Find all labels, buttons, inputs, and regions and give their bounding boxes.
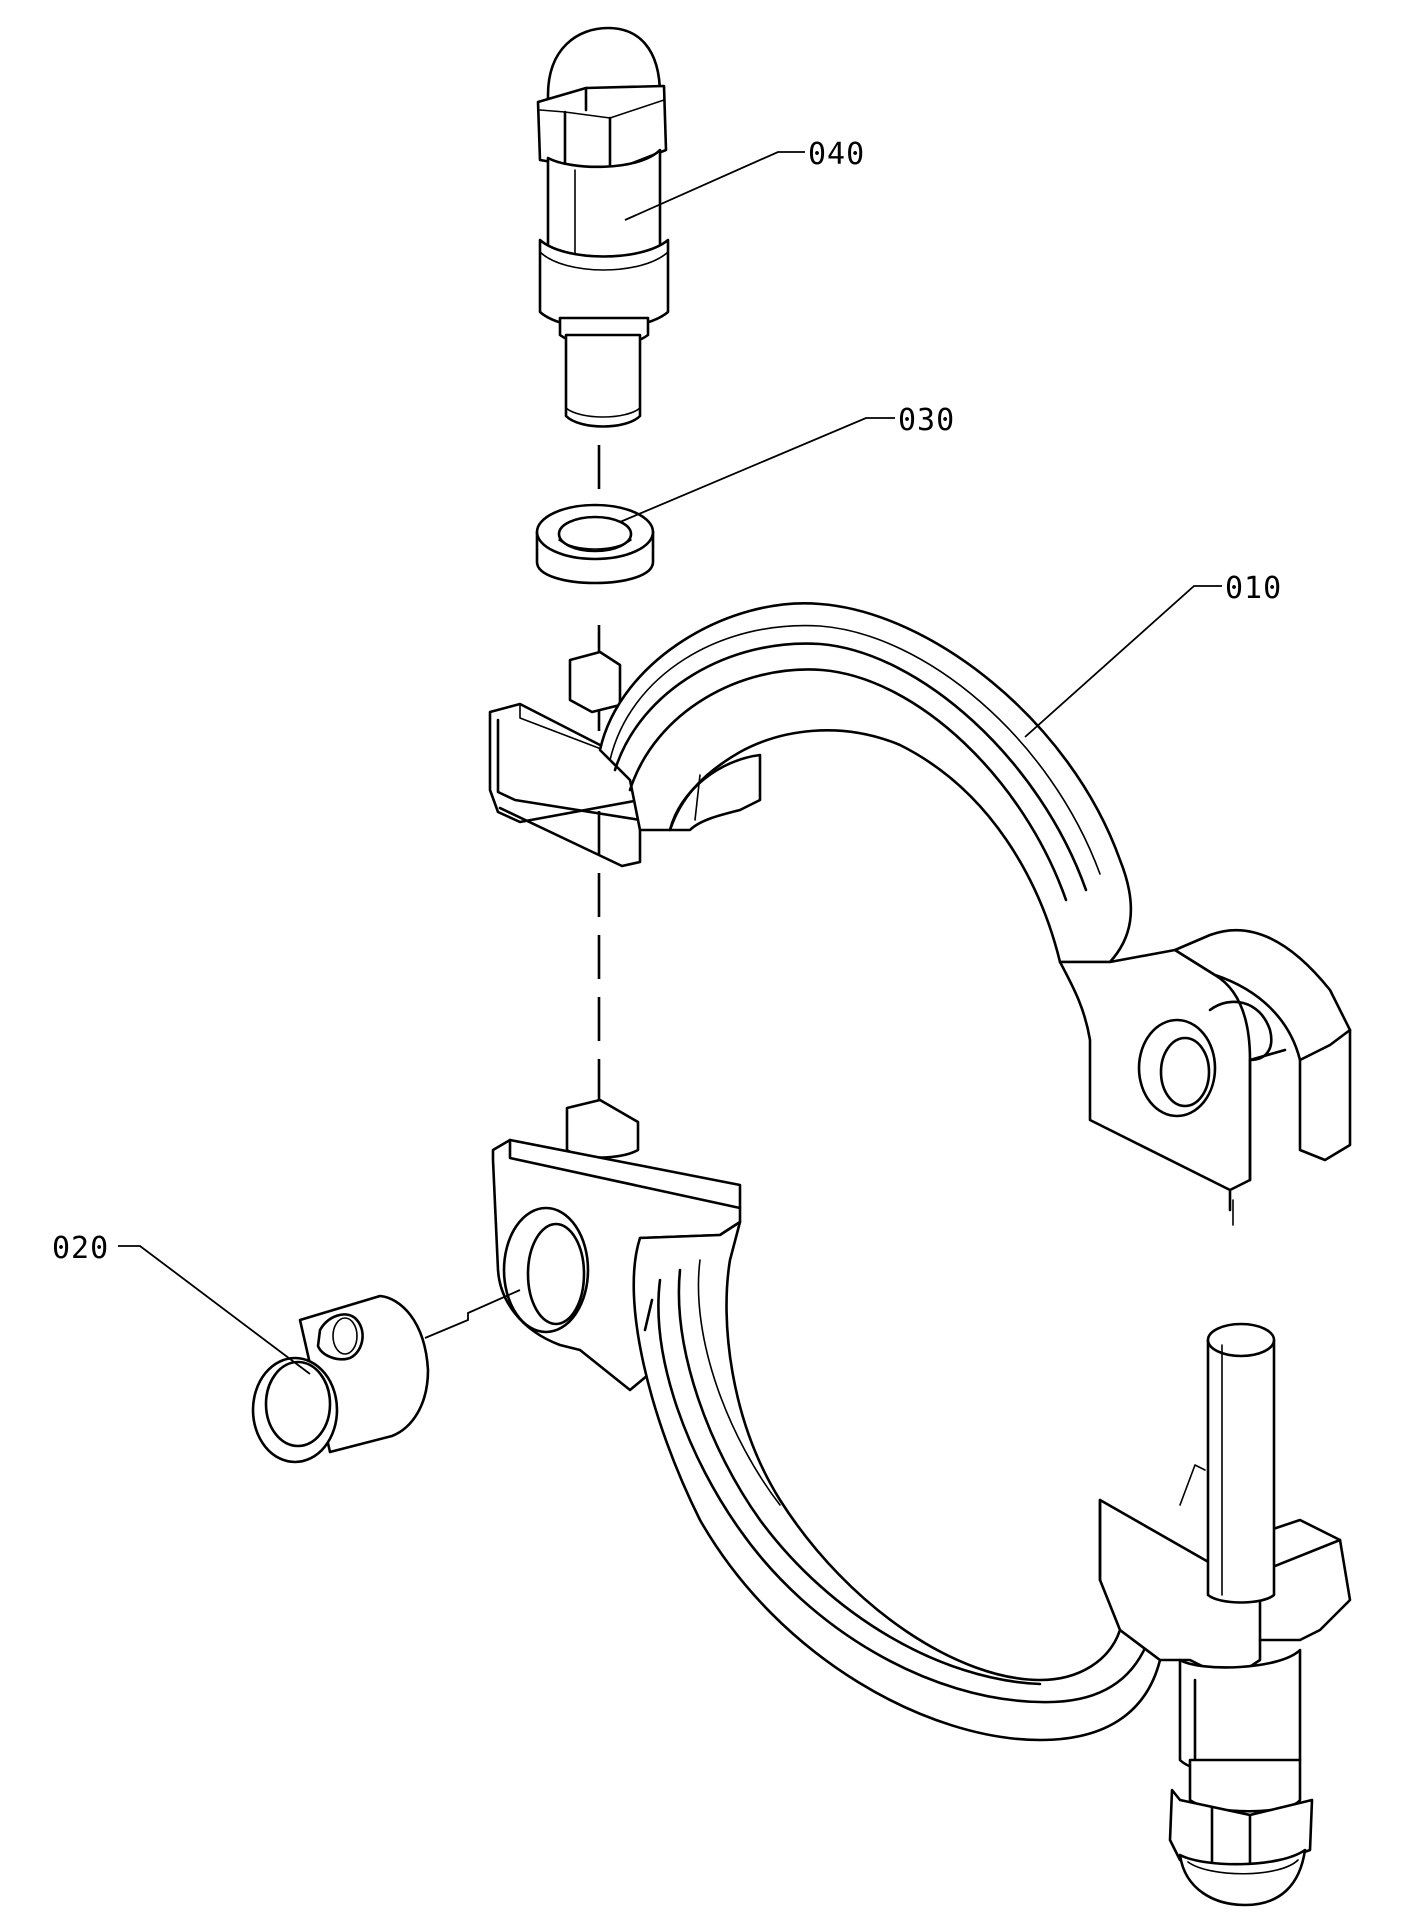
callout-label-030: 030: [898, 403, 955, 438]
washer-030: [535, 503, 655, 585]
callout-010: 010: [1024, 571, 1282, 738]
callout-label-040: 040: [808, 137, 865, 172]
callout-label-020: 020: [52, 1231, 109, 1266]
callout-040: 040: [624, 137, 865, 221]
clamp-010-lower-half: [491, 1098, 1352, 1907]
callout-label-010: 010: [1225, 571, 1282, 606]
callout-020: 020: [52, 1231, 311, 1375]
bolt-040-top: [536, 26, 670, 428]
pin-insert-020: [251, 1294, 430, 1464]
clamp-010-upper-half: [488, 602, 1352, 1226]
pin-insert-axis: [424, 1289, 521, 1339]
callout-030: 030: [619, 403, 955, 523]
